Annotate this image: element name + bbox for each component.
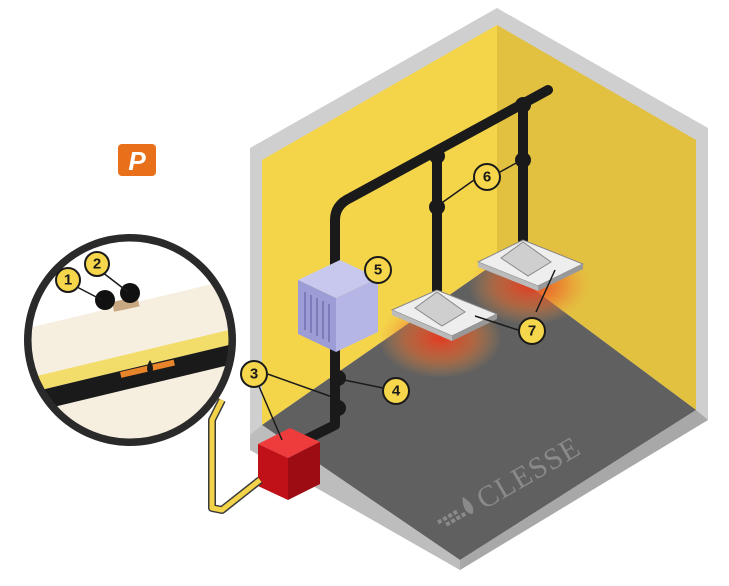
radiant-heater-right — [476, 239, 585, 291]
valve-joint — [515, 97, 531, 113]
callout-3-label: 3 — [250, 366, 258, 383]
callout-1: 1 — [55, 267, 81, 293]
radiant-heater-left — [390, 289, 499, 341]
callout-5: 5 — [364, 256, 392, 284]
gas-tank — [258, 428, 320, 500]
callout-7: 7 — [518, 317, 546, 345]
badge-letter: P — [128, 146, 146, 176]
floor — [262, 262, 696, 560]
valve-joint — [515, 152, 531, 168]
callout-3: 3 — [240, 360, 268, 388]
fitting-left — [95, 290, 115, 310]
callout-7-label: 7 — [528, 323, 536, 340]
callout-2: 2 — [84, 251, 110, 277]
fitting-right — [120, 283, 140, 303]
callout-6-label: 6 — [483, 169, 491, 186]
pipe-valves — [330, 97, 531, 416]
valve-joint — [429, 148, 445, 164]
badge-shape — [118, 144, 156, 176]
leader-lines — [76, 161, 556, 441]
pressure-regulator-box — [298, 260, 378, 352]
callout-4-label: 4 — [392, 383, 401, 400]
valve-joint — [330, 370, 346, 386]
detail-magnifier — [24, 234, 236, 446]
valve-joint — [330, 400, 346, 416]
right-wall — [497, 25, 696, 410]
callout-5-label: 5 — [374, 262, 382, 279]
product-badge: P — [118, 144, 156, 176]
callout-1-label: 1 — [64, 272, 72, 289]
valve-joint — [429, 199, 445, 215]
callout-4: 4 — [382, 377, 410, 405]
flame-icon — [462, 496, 474, 515]
callout-2-label: 2 — [93, 256, 101, 273]
callout-6: 6 — [473, 163, 501, 191]
